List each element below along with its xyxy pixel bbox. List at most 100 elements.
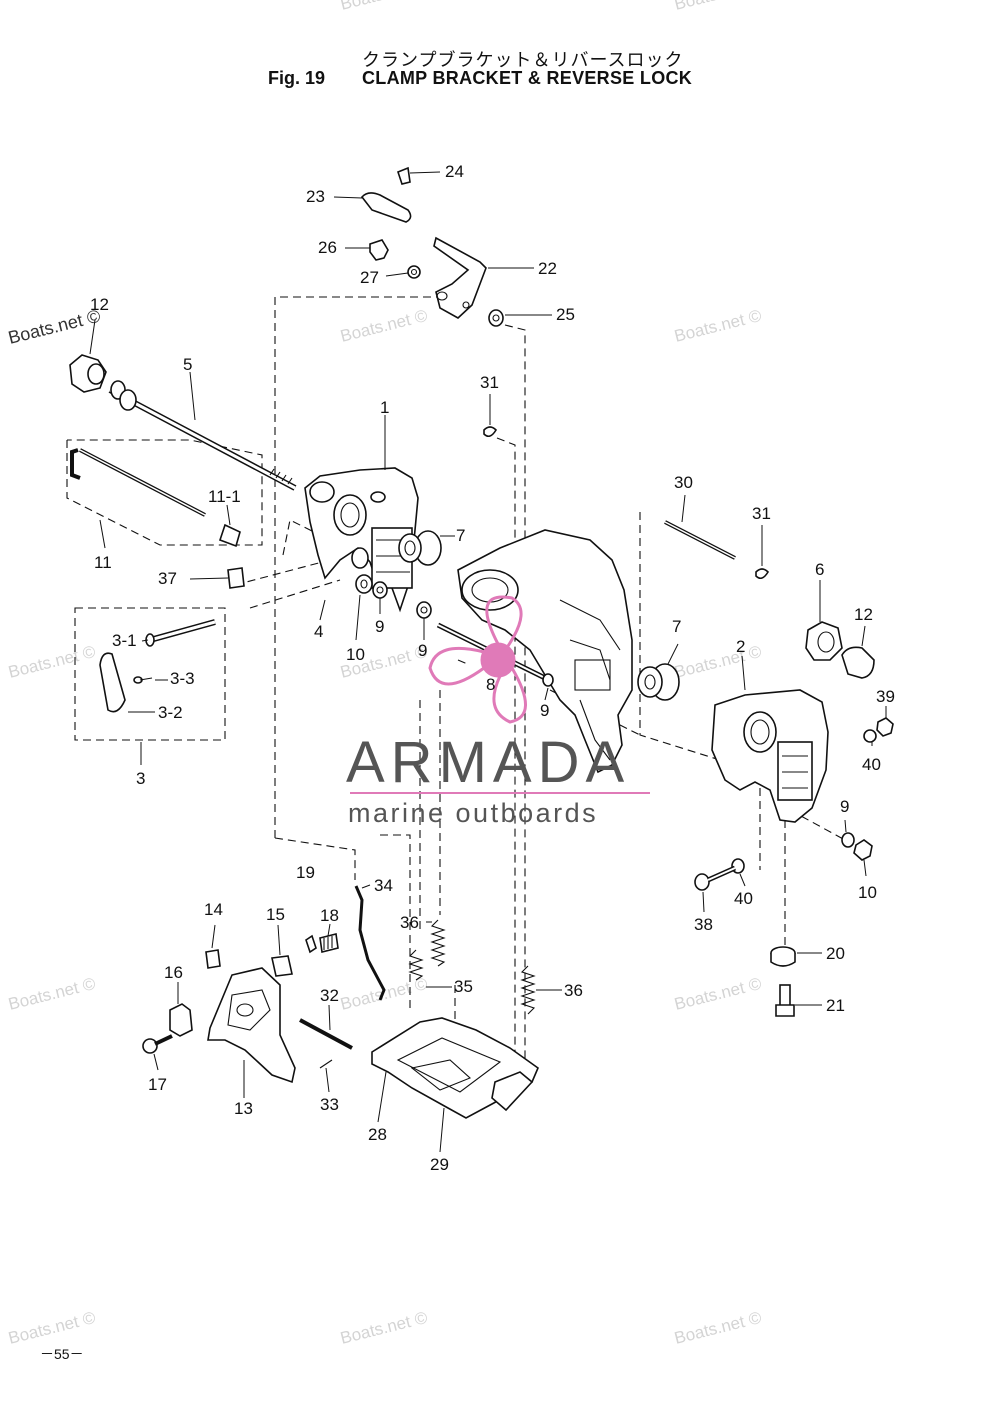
tilt-shaft-nut-left bbox=[69, 354, 107, 393]
label-19: 19 bbox=[296, 863, 315, 882]
watermark-dark: Boats.net © bbox=[6, 306, 102, 348]
swivel-bracket bbox=[457, 529, 633, 774]
leader-lines bbox=[89, 171, 887, 1153]
watermark: Boats.net © bbox=[338, 1308, 429, 1348]
label-22: 22 bbox=[538, 259, 557, 278]
label-34: 34 bbox=[374, 876, 393, 895]
label-11-1: 11-1 bbox=[208, 487, 241, 506]
label-7-right: 7 bbox=[672, 617, 681, 636]
watermark: Boats.net © bbox=[338, 0, 429, 14]
logo-name: ARMADA bbox=[346, 730, 630, 795]
bolt-38 bbox=[694, 865, 737, 891]
pin-32 bbox=[299, 1018, 353, 1050]
label-18: 18 bbox=[320, 906, 339, 925]
label-12: 12 bbox=[90, 295, 109, 314]
connecting-rod bbox=[354, 885, 386, 1001]
label-25: 25 bbox=[556, 305, 575, 324]
reverse-lock-base bbox=[371, 1017, 539, 1119]
armada-logo: ARMADA marine outboards bbox=[346, 595, 650, 828]
label-7-left: 7 bbox=[456, 526, 465, 545]
label-36-left: 36 bbox=[400, 913, 419, 932]
label-11: 11 bbox=[94, 553, 112, 572]
label-24: 24 bbox=[445, 162, 464, 181]
label-9-right: 9 bbox=[840, 797, 849, 816]
watermark: Boats.net © bbox=[6, 642, 97, 682]
springs bbox=[408, 919, 536, 1015]
label-33: 33 bbox=[320, 1095, 339, 1114]
watermark: Boats.net © bbox=[6, 1308, 97, 1348]
label-30: 30 bbox=[674, 473, 693, 492]
label-12-right: 12 bbox=[854, 605, 873, 624]
title-japanese: クランプブラケット＆リバースロック bbox=[362, 50, 684, 70]
group-box-3 bbox=[74, 607, 226, 741]
label-39: 39 bbox=[876, 687, 895, 706]
watermark: Boats.net © bbox=[672, 1308, 763, 1348]
label-8: 8 bbox=[486, 675, 495, 694]
label-14: 14 bbox=[204, 900, 223, 919]
lock-plate bbox=[227, 567, 245, 589]
label-28: 28 bbox=[368, 1125, 387, 1144]
label-31: 31 bbox=[480, 373, 499, 392]
lever-grip bbox=[360, 166, 412, 223]
label-21: 21 bbox=[826, 996, 845, 1015]
bushing-right bbox=[637, 663, 680, 701]
propeller-icon bbox=[428, 595, 527, 724]
tilt-shaft-nut-right bbox=[805, 621, 875, 679]
plate-and-bolt bbox=[142, 1003, 193, 1054]
watermark: Boats.net © bbox=[672, 0, 763, 14]
label-36-right: 36 bbox=[564, 981, 583, 1000]
label-16: 16 bbox=[164, 963, 183, 982]
label-3-2: 3-2 bbox=[158, 703, 183, 722]
label-13: 13 bbox=[234, 1099, 253, 1118]
label-3: 3 bbox=[136, 769, 145, 788]
label-20: 20 bbox=[826, 944, 845, 963]
part-labels: 24 23 26 2 7 22 25 12 5 1 31 11-1 11 7 37… bbox=[90, 162, 895, 1174]
label-10-left: 10 bbox=[346, 645, 365, 664]
watermark: Boats.net © bbox=[338, 306, 429, 346]
label-35: 35 bbox=[454, 977, 473, 996]
label-32: 32 bbox=[320, 986, 339, 1005]
clamp-bracket-right bbox=[711, 689, 829, 823]
pin-33 bbox=[319, 1059, 333, 1069]
label-9-center: 9 bbox=[540, 701, 549, 720]
label-6: 6 bbox=[815, 560, 824, 579]
label-31-right: 31 bbox=[752, 504, 771, 523]
label-1: 1 bbox=[380, 398, 389, 417]
label-40-right: 40 bbox=[862, 755, 881, 774]
watermark: Boats.net © bbox=[672, 974, 763, 1014]
bushing-left bbox=[398, 530, 442, 566]
watermark: Boats.net © bbox=[672, 306, 763, 346]
label-3-1: 3-1 bbox=[112, 631, 137, 650]
label-15: 15 bbox=[266, 905, 285, 924]
label-17: 17 bbox=[148, 1075, 167, 1094]
stop-rod bbox=[664, 520, 736, 560]
small-fasteners-right bbox=[731, 717, 894, 874]
label-10-right: 10 bbox=[858, 883, 877, 902]
page-number: －55－ bbox=[40, 1346, 84, 1362]
clip-right bbox=[755, 568, 770, 580]
tilt-lock-rod bbox=[70, 448, 241, 548]
stud-and-spacer bbox=[770, 946, 796, 1017]
reverse-lock-bracket bbox=[207, 967, 296, 1084]
figure-number: Fig. 19 bbox=[268, 68, 326, 88]
label-26: 26 bbox=[318, 238, 337, 257]
watermark: Boats.net © bbox=[6, 974, 97, 1014]
assembly-guide-lines bbox=[234, 296, 846, 1065]
label-2: 2 bbox=[736, 637, 745, 656]
group-box-11 bbox=[66, 439, 263, 546]
pin-14 bbox=[205, 949, 221, 969]
reverse-lock-lever bbox=[433, 236, 487, 319]
label-5: 5 bbox=[183, 355, 192, 374]
title-english: CLAMP BRACKET & REVERSE LOCK bbox=[362, 68, 693, 88]
watermark: Boats.net © bbox=[672, 642, 763, 682]
lever-fasteners bbox=[369, 239, 504, 327]
lever-assembly bbox=[99, 619, 216, 713]
label-38: 38 bbox=[694, 915, 713, 934]
label-3-3: 3-3 bbox=[170, 669, 195, 688]
label-37: 37 bbox=[158, 569, 177, 588]
label-29: 29 bbox=[430, 1155, 449, 1174]
label-4: 4 bbox=[314, 622, 323, 641]
label-23: 23 bbox=[306, 187, 325, 206]
logo-tagline: marine outboards bbox=[348, 798, 598, 828]
